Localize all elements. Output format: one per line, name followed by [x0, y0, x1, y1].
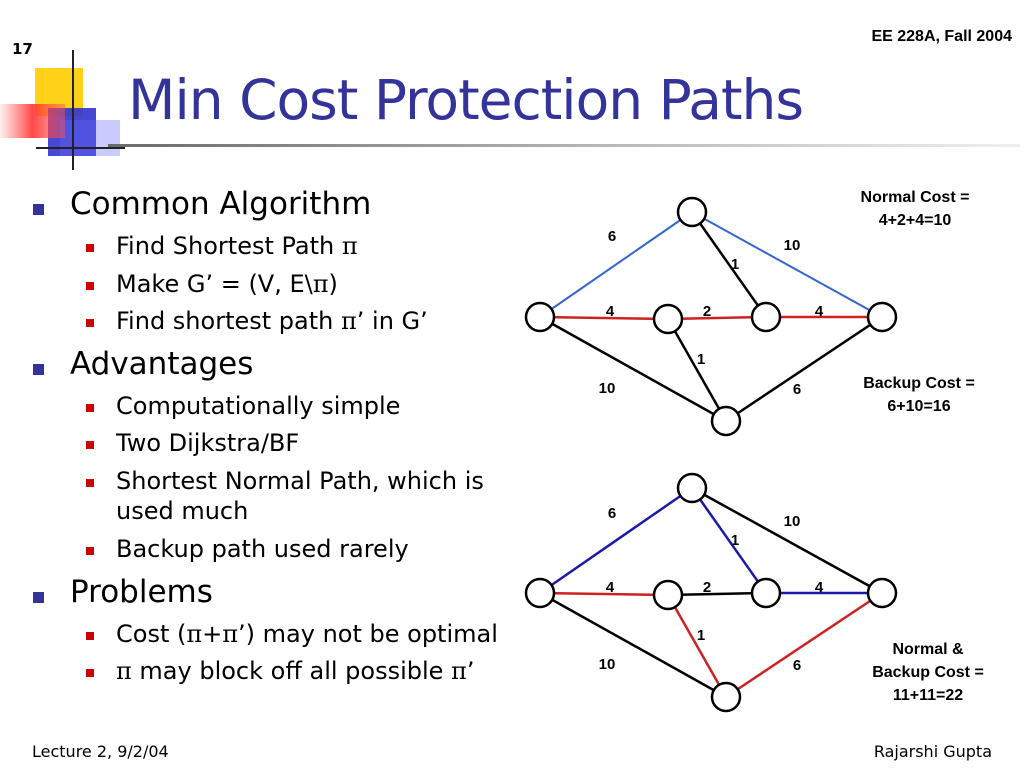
slide-title: Min Cost Protection Paths — [128, 68, 804, 132]
list-item: π may block off all possible π’ — [116, 657, 475, 685]
edge-weight: 6 — [793, 381, 801, 398]
edge-weight: 6 — [608, 505, 616, 522]
bullet-marker — [86, 319, 94, 327]
edge-path — [725, 591, 883, 699]
edge-weight: 10 — [599, 656, 616, 673]
edge-weight: 6 — [608, 228, 616, 245]
normal-cost-note: Normal Cost = — [861, 189, 970, 206]
edge-path — [539, 486, 693, 595]
decorative-logo — [0, 50, 125, 170]
graph-node — [524, 301, 556, 333]
edge-weight: 1 — [731, 532, 739, 549]
list-item: Backup path used rarely — [116, 535, 409, 563]
edge — [539, 591, 727, 699]
graph-node — [866, 301, 898, 333]
heading-problems: Problems — [70, 574, 213, 610]
bullet-marker — [86, 669, 94, 677]
edge-weight: 4 — [606, 303, 615, 320]
graph-node — [710, 681, 742, 713]
combined-cost-note: 11+11=22 — [893, 687, 963, 704]
bullet-marker — [86, 404, 94, 412]
edge-weight: 1 — [697, 627, 705, 644]
edge — [690, 211, 768, 318]
combined-cost-note: Backup Cost = — [872, 664, 984, 681]
backup-cost-note: 6+10=16 — [887, 398, 950, 415]
edge — [667, 591, 767, 597]
edge — [691, 486, 883, 595]
edge-path — [539, 591, 669, 597]
edge-path — [667, 315, 767, 321]
list-item: Make G’ = (V, E\π) — [116, 270, 338, 298]
bullet-marker — [86, 282, 94, 290]
graph-node — [676, 472, 708, 504]
edge-weight: 6 — [793, 657, 801, 674]
edge-path — [666, 594, 728, 698]
title-divider — [108, 144, 1020, 147]
slide-number: 17 — [12, 40, 33, 58]
bullet-marker — [33, 364, 44, 375]
edge-path — [539, 315, 669, 321]
bullet-marker — [86, 479, 94, 487]
footer-author: Rajarshi Gupta — [873, 742, 992, 761]
edge-weight: 10 — [784, 237, 801, 254]
edge-weight: 10 — [599, 380, 616, 397]
course-label: EE 228A, Fall 2004 — [871, 28, 1012, 45]
list-item: Computationally simple — [116, 392, 401, 420]
graph-node — [652, 303, 684, 335]
edge-weight: 4 — [815, 303, 824, 320]
list-item: Find Shortest Path π — [116, 232, 358, 260]
edge-weight: 1 — [731, 256, 739, 273]
edge — [539, 315, 727, 423]
list-item: Two Dijkstra/BF — [116, 429, 300, 457]
edge — [666, 318, 728, 422]
edge-weight: 4 — [606, 579, 615, 596]
graph-node — [710, 405, 742, 437]
edge-weight: 2 — [703, 579, 711, 596]
graph-node — [750, 301, 782, 333]
bullet-marker — [33, 592, 44, 603]
list-item: Shortest Normal Path, which is — [116, 467, 484, 495]
edge-weight: 10 — [784, 513, 801, 530]
normal-cost-note: 4+2+4=10 — [879, 212, 952, 229]
list-item: Cost (π+π’) may not be optimal — [116, 620, 498, 648]
list-item: Find shortest path π’ in G’ — [116, 307, 428, 335]
combined-cost-note: Normal & — [892, 641, 964, 658]
edge-path — [691, 211, 883, 318]
diagram-bottom: 6 10 1 4 2 4 1 10 6 Normal & Backup Cost… — [524, 472, 984, 713]
bullet-marker — [86, 547, 94, 555]
graph-node — [652, 579, 684, 611]
bullet-marker — [33, 204, 44, 215]
edge — [725, 315, 883, 423]
bullet-marker — [86, 244, 94, 252]
graph-node — [750, 577, 782, 609]
diagram-top: 6 10 1 4 2 4 1 10 6 Normal Cost = 4+2+4=… — [524, 189, 975, 437]
list-item-continuation: used much — [116, 497, 249, 525]
graph-node — [866, 577, 898, 609]
bullet-marker — [86, 632, 94, 640]
edge-path — [539, 211, 693, 318]
edge-weight: 4 — [815, 579, 824, 596]
footer-lecture: Lecture 2, 9/2/04 — [32, 742, 169, 761]
edge-weight: 2 — [703, 303, 711, 320]
heading-common-algorithm: Common Algorithm — [70, 186, 372, 222]
heading-advantages: Advantages — [70, 346, 254, 382]
graph-node — [676, 196, 708, 228]
bullet-marker — [86, 441, 94, 449]
backup-cost-note: Backup Cost = — [863, 375, 975, 392]
edge-weight: 1 — [697, 351, 705, 368]
graph-node — [524, 577, 556, 609]
edge-path — [690, 487, 768, 594]
